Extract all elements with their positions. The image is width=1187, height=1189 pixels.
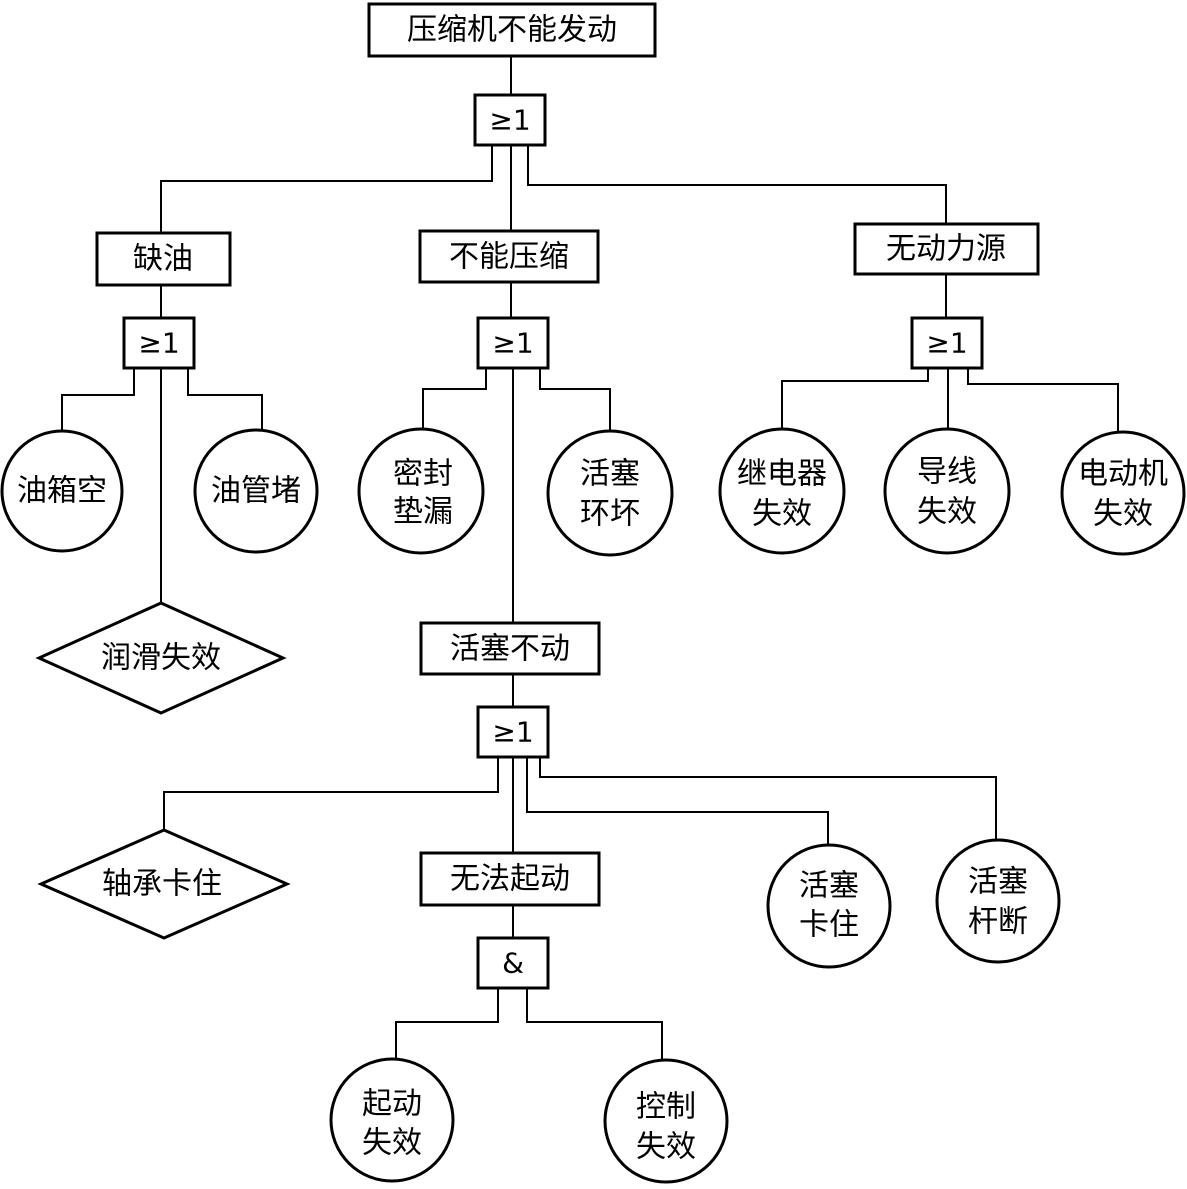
- basic-event-control-fail: 控制 失效: [603, 1058, 729, 1184]
- basic-event-piston-ring-broken-line1: 活塞: [580, 457, 640, 492]
- basic-event-pipe-blocked: 油管堵: [193, 428, 319, 554]
- basic-event-start-fail-line2: 失效: [362, 1126, 422, 1161]
- event-no-compress: 不能压缩: [418, 229, 600, 284]
- basic-event-rod-broken: 活塞 杆断: [935, 838, 1061, 964]
- or-gate-lack-oil: ≥1: [122, 316, 196, 370]
- basic-event-motor-fail: 电动机 失效: [1060, 430, 1186, 556]
- basic-event-wire-fail-line1: 导线: [917, 455, 977, 490]
- undeveloped-event-lube-fail: 润滑失效: [35, 601, 287, 715]
- event-top-label: 压缩机不能发动: [407, 13, 617, 48]
- basic-event-piston-jam-line2: 卡住: [799, 908, 859, 943]
- or-gate-no-power-label: ≥1: [926, 327, 967, 360]
- event-piston-stuck-label: 活塞不动: [450, 632, 570, 667]
- basic-event-relay-fail: 继电器 失效: [718, 427, 846, 555]
- event-top: 压缩机不能发动: [367, 2, 657, 58]
- undeveloped-event-bearing-stuck: 轴承卡住: [37, 828, 291, 940]
- basic-event-seal-leak-line2: 垫漏: [393, 495, 453, 530]
- basic-event-piston-jam: 活塞 卡住: [766, 843, 892, 969]
- event-no-power: 无动力源: [853, 222, 1040, 276]
- basic-event-control-fail-line1: 控制: [636, 1090, 696, 1125]
- basic-event-start-fail-line1: 起动: [362, 1087, 422, 1122]
- basic-event-motor-fail-line1: 电动机: [1078, 457, 1168, 492]
- event-piston-stuck: 活塞不动: [419, 621, 601, 676]
- and-gate-cannot-start-label: &: [502, 947, 524, 980]
- basic-event-motor-fail-line2: 失效: [1093, 497, 1153, 532]
- connector-lines: [61, 56, 1119, 1060]
- or-gate-piston-stuck: ≥1: [476, 705, 550, 759]
- basic-event-relay-fail-line2: 失效: [752, 497, 812, 532]
- or-gate-piston-stuck-label: ≥1: [492, 716, 533, 749]
- and-gate-cannot-start: &: [476, 936, 550, 990]
- undeveloped-event-lube-fail-label: 润滑失效: [101, 641, 221, 676]
- event-lack-oil-label: 缺油: [133, 242, 193, 277]
- or-gate-lack-oil-label: ≥1: [138, 327, 179, 360]
- basic-event-rod-broken-line1: 活塞: [968, 865, 1028, 900]
- basic-event-piston-ring-broken-line2: 环坏: [580, 497, 640, 532]
- basic-event-pipe-blocked-label: 油管堵: [211, 474, 301, 509]
- basic-event-tank-empty-label: 油箱空: [17, 474, 107, 509]
- basic-event-piston-jam-line1: 活塞: [799, 869, 859, 904]
- event-lack-oil: 缺油: [95, 231, 232, 287]
- basic-event-relay-fail-line1: 继电器: [737, 457, 827, 492]
- undeveloped-event-bearing-stuck-label: 轴承卡住: [102, 867, 222, 902]
- basic-event-tank-empty: 油箱空: [0, 429, 124, 553]
- basic-event-rod-broken-line2: 杆断: [968, 905, 1028, 940]
- or-gate-no-compress-label: ≥1: [492, 327, 533, 360]
- or-gate-top-label: ≥1: [489, 104, 530, 137]
- basic-event-wire-fail: 导线 失效: [883, 427, 1011, 555]
- event-cannot-start: 无法起动: [419, 851, 601, 907]
- event-no-power-label: 无动力源: [886, 232, 1006, 267]
- basic-event-seal-leak-line1: 密封: [393, 457, 453, 492]
- basic-event-seal-leak: 密封 垫漏: [357, 427, 485, 555]
- basic-event-wire-fail-line2: 失效: [917, 495, 977, 530]
- basic-event-start-fail: 起动 失效: [329, 1057, 455, 1183]
- event-no-compress-label: 不能压缩: [449, 240, 569, 275]
- or-gate-no-compress: ≥1: [476, 316, 550, 370]
- event-cannot-start-label: 无法起动: [450, 862, 570, 897]
- or-gate-top: ≥1: [473, 93, 547, 147]
- or-gate-no-power: ≥1: [910, 316, 984, 370]
- basic-event-control-fail-line2: 失效: [636, 1130, 696, 1165]
- basic-event-piston-ring-broken: 活塞 环坏: [546, 429, 674, 557]
